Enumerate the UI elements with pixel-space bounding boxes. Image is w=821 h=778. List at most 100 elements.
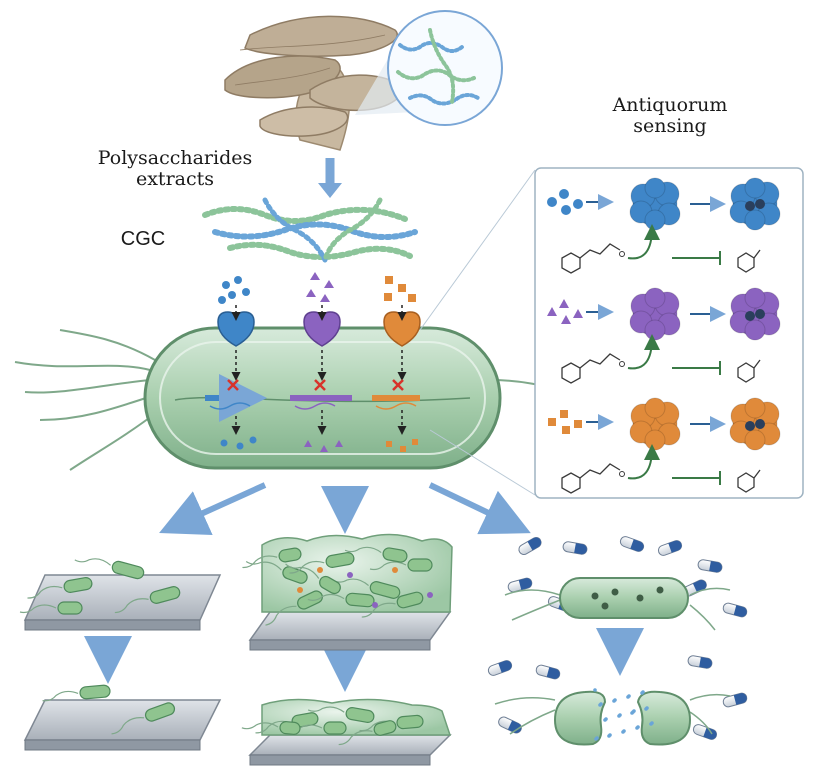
receptor-protein-bound [729,177,781,231]
flagellum [242,555,278,569]
lysed-bacterium [494,688,731,746]
inhibitor-arrow [627,224,660,260]
cell-body [407,558,433,572]
signal-molecules-above [218,272,416,304]
signal-molecule [560,410,568,418]
panel-rows [547,177,781,494]
receptor-protein-bound [729,397,781,451]
cell-body [144,702,176,722]
biofilm-cell [369,558,433,572]
inhibitor-oxygen [619,471,625,477]
antibiotic-capsule [687,655,713,669]
flagellum [285,563,320,579]
biofilm-cell [307,706,375,723]
receptor-protein [629,287,681,341]
matrix-particle [392,567,398,573]
capsule-blue-half [546,667,560,679]
antibiotic-capsule [657,540,683,556]
panel-title-line1: Antiquorum [612,94,728,116]
mushroom-illustration [224,15,403,151]
protein-lobe [744,319,766,341]
flagellum [42,690,79,702]
cell-body [57,601,83,615]
capsule-blue-half [527,537,542,551]
polysaccharide-zoom [355,10,503,126]
antibiotic-capsule [619,536,645,552]
cell-body [319,575,341,595]
plate-edge [249,754,431,766]
cell-fragment-left [553,690,607,746]
leaking-content [593,688,597,692]
leaking-content [627,694,631,698]
panel-connector [419,169,536,496]
extract-label: Polysaccharides extracts [90,148,260,190]
antibiotic-capsule [692,724,718,740]
flagellum [307,706,345,713]
leaking-content [599,702,603,706]
extract-label-line2: extracts [135,168,215,190]
cell-body [396,591,424,609]
signal-molecule [562,426,570,434]
inhibition-bar [672,361,721,375]
bacterium-cell [27,577,93,599]
flagellum [344,546,382,554]
flagellum [289,560,325,574]
matrix-particle [317,567,323,573]
biofilm-cell [289,552,355,574]
antibiotic-capsule [562,541,588,555]
cell-body [373,720,397,736]
bacterium [14,326,561,471]
biofilm-cell [285,563,341,595]
membrane-pore [601,602,609,610]
matrix-particle [427,592,433,598]
capsule-blue-half [668,540,682,553]
polysaccharide-chains [202,197,418,263]
capsule-blue-half [709,561,722,573]
biofilm-cell [338,720,397,746]
signal-molecule [559,189,569,199]
matrix-particle [297,587,303,593]
signal-molecule [547,197,557,207]
leaking-content [641,690,645,694]
leaking-content [645,706,649,710]
flagellum [361,602,396,618]
panel-row-purple [547,287,781,384]
protein-lobe [744,429,766,451]
inhibition-bar [672,251,721,265]
bound-signal [755,419,765,429]
leaking-content [604,717,608,721]
flagellum [114,598,149,614]
cell-body [111,560,145,580]
capsule-blue-half [703,727,717,740]
receptor-protein [629,397,681,451]
matrix-particle [372,602,378,608]
inhibitor-arrow [627,334,660,370]
flagellum [245,560,282,571]
flow-arrow-head [318,183,342,198]
capsule-blue-half [733,693,747,705]
matrix-particle [347,572,353,578]
cell-body [279,721,301,735]
flagellum [494,693,731,735]
panel-title-line2: sensing [633,115,707,137]
capsule-blue-half [518,578,532,590]
adhesion-plate-after [23,684,222,751]
signal-molecule [559,299,569,308]
plate-top [23,574,222,621]
outcome-arrows [84,482,644,692]
cell-body [369,581,401,599]
panel-row-blue [547,177,781,274]
cell-body [63,577,93,593]
cell-body [325,552,355,568]
leaking-content [632,709,636,713]
cell-body [345,592,375,608]
antibiotic-capsule [487,660,513,676]
leaking-content [595,736,599,740]
biofilm-cell [344,546,408,563]
cell-body [345,707,375,723]
capsule-blue-half [699,657,712,669]
flagellum [111,716,145,735]
product-molecule [737,469,761,493]
inhibitor-chain [579,243,621,259]
